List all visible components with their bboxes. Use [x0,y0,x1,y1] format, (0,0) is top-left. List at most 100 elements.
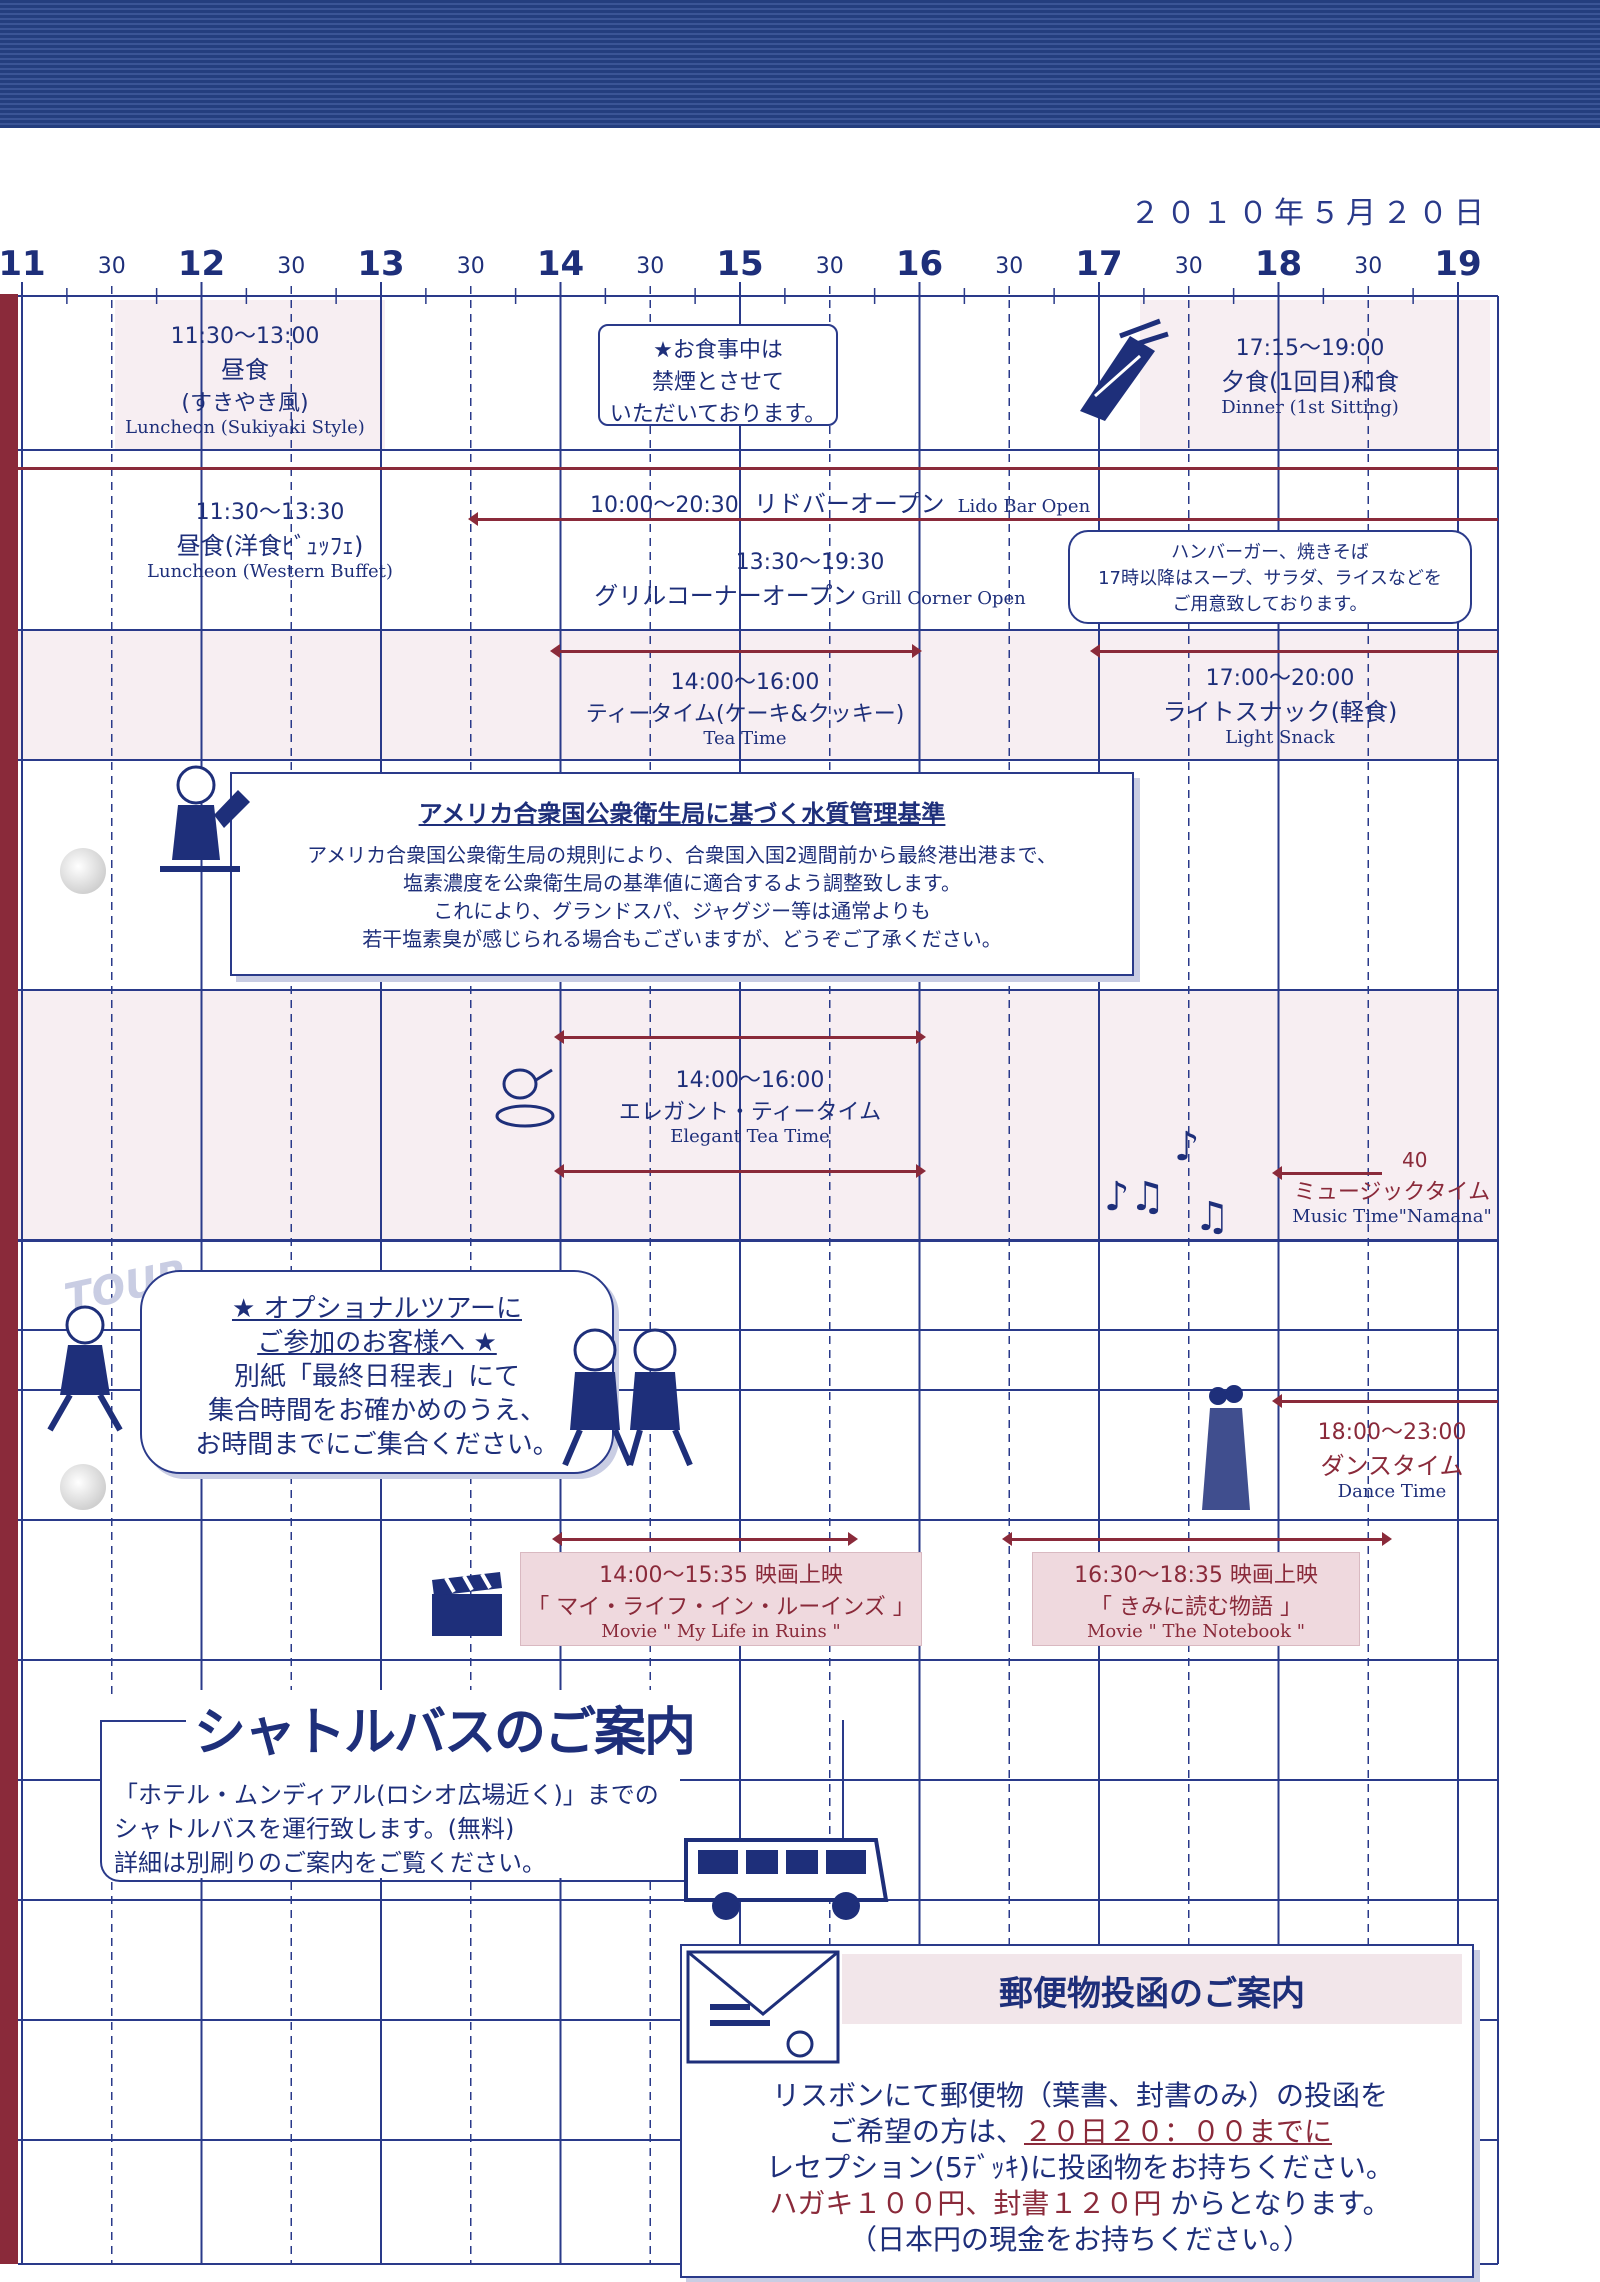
shuttle-line3: 詳細は別刷りのご案内をご覧ください。 [114,1849,546,1877]
grill-note-line3: ご用意致しております。 [1172,594,1368,615]
lido-arrow [468,512,1498,526]
hour-label-14: 14 [536,244,585,284]
movie1-arrow [552,1532,858,1546]
half-hour-label: 30 [277,254,306,279]
music-notes-icon: ♪♫ ♪ ♫ [1104,1124,1230,1240]
shuttle-text: 「ホテル・ムンディアル(ロシオ広場近く)」までの シャトルバスを運行致します。(… [114,1778,659,1880]
elegant-arrow-top [554,1030,926,1044]
music-arrow [1272,1166,1382,1180]
grill-note-bubble: ハンバーガー、焼きそば 17時以降はスープ、サラダ、ライスなどを ご用意致してお… [1068,530,1472,624]
water-line3: これにより、グランドスパ、ジャグジー等は通常よりも [433,899,931,923]
elegant-arrow-bottom [554,1164,926,1178]
hour-label-16: 16 [895,244,944,284]
section-divider [18,1240,1498,1242]
grill-block: 13:30〜19:30 グリルコーナーオープン Grill Corner Ope… [590,544,1030,611]
dancers-icon [1202,1385,1250,1510]
lunch1-jp: 昼食 [221,356,269,384]
tour-line5: お時間までにご集合ください。 [195,1430,559,1460]
elegant-time: 14:00〜16:00 [675,1068,825,1093]
shuttle-line1: 「ホテル・ムンディアル(ロシオ広場近く)」までの [114,1781,659,1809]
hour-label-18: 18 [1254,244,1303,284]
tour-line4: 集合時間をお確かめのうえ、 [207,1396,546,1426]
shuttle-line2: シャトルバスを運行致します。(無料) [114,1815,515,1843]
svg-text:♫: ♫ [1194,1194,1230,1240]
shade-lunch1 [115,300,385,450]
mail-line3: レセプション(5ﾃﾞｯｷ)に投函物をお持ちください。 [766,2151,1394,2184]
lido-jp: リドバーオープン [753,490,945,518]
dance-block: 18:00〜23:00 ダンスタイム Dance Time [1282,1414,1502,1502]
tea-arrow [550,644,922,658]
grill-jp: グリルコーナーオープン [594,582,857,610]
clapperboard-icon [432,1572,502,1636]
grill-note-line2: 17時以降はスープ、サラダ、ライスなどを [1098,568,1442,589]
tea-time: 14:00〜16:00 [670,670,820,695]
shuttle-notice [100,1720,844,1882]
hour-label-11: 11 [0,244,46,284]
hour-label-12: 12 [177,244,226,284]
tour-line2: ご参加のお客様へ ★ [257,1328,497,1358]
tour-line3: 別紙「最終日程表」にて [233,1362,520,1392]
water-quality-notice: アメリカ合衆国公衆衛生局に基づく水質管理基準 アメリカ合衆国公衆衛生局の規則によ… [230,772,1134,976]
lunch2-jp: 昼食(洋食ﾋﾞｭｯﾌｪ) [176,532,364,560]
tour-line1: ★ オプショナルツアーに [231,1294,522,1324]
half-hour-label: 30 [995,254,1024,279]
no-smoking-notice: ★お食事中は 禁煙とさせて いただいております。 [598,324,838,427]
snack-en: Light Snack [1225,727,1335,748]
half-hour-label: 30 [815,254,844,279]
mail-deadline: ２０日２０：００までに [1024,2115,1333,2148]
movie1-time: 14:00〜15:35 映画上映 [599,1563,843,1588]
lunch2-en: Luncheon (Western Buffet) [147,561,393,582]
lido-time: 10:00〜20:30 [590,493,739,518]
mail-price: ハガキ１００円、封書１２０円 [769,2187,1162,2220]
music-jp: ミュージックタイム [1293,1180,1491,1205]
movie2-arrow [1002,1532,1392,1546]
water-line2: 塩素濃度を公衆衛生局の基準値に適合するよう調整致します。 [403,871,961,895]
snack-time: 17:00〜20:00 [1205,666,1355,691]
mail-text: リスボンにて郵便物（葉書、封書のみ）の投函を ご希望の方は、２０日２０：００まで… [690,2078,1470,2258]
lunch1-time: 11:30〜13:00 [170,324,320,349]
dance-en: Dance Time [1337,1481,1447,1502]
music-start: 40 [1402,1148,1428,1172]
tea-jp: ティータイム(ケーキ&クッキー) [585,702,905,727]
left-strip [0,294,18,2264]
dance-jp: ダンスタイム [1320,1452,1464,1480]
svg-text:♪♫: ♪♫ [1104,1174,1165,1220]
lunch2-block: 11:30〜13:30 昼食(洋食ﾋﾞｭｯﾌｪ) Luncheon (Weste… [140,494,400,582]
tea-en: Tea Time [703,728,787,749]
hour-label-19: 19 [1434,244,1482,284]
half-hour-label: 30 [456,254,485,279]
movie2-en: Movie " The Notebook " [1086,1621,1306,1642]
date-label: ２０１０年５月２０日 [1130,196,1490,231]
movie2-time: 16:30〜18:35 映画上映 [1074,1563,1318,1588]
elegant-en: Elegant Tea Time [670,1126,830,1147]
dinner-en: Dinner (1st Sitting) [1221,397,1399,418]
mail-line2a: ご希望の方は、 [827,2115,1024,2148]
envelope-icon [686,1950,840,2064]
lido-en: Lido Bar Open [957,496,1091,517]
no-smoking-line3: いただいております。 [609,402,827,427]
mail-title-bg [842,1954,1462,2024]
shade-dinner [1140,300,1490,450]
no-smoking-line2: 禁煙とさせて [651,370,784,395]
elegant-block: 14:00〜16:00 エレガント・ティータイム Elegant Tea Tim… [600,1062,900,1147]
music-en: Music Time"Namana" [1292,1206,1492,1227]
mail-title: 郵便物投函のご案内 [999,1974,1305,2014]
half-hour-label: 30 [636,254,665,279]
movie1-title: 「 マイ・ライフ・イン・ルーインズ 」 [527,1595,915,1620]
hour-label-15: 15 [716,244,764,284]
snack-arrow [1090,644,1498,658]
header-band [0,0,1600,128]
snack-block: 17:00〜20:00 ライトスナック(軽食) Light Snack [1120,660,1440,748]
dance-time: 18:00〜23:00 [1317,1420,1467,1445]
grill-time: 13:30〜19:30 [735,550,885,575]
tea-block: 14:00〜16:00 ティータイム(ケーキ&クッキー) Tea Time [560,664,930,749]
grill-en: Grill Corner Open [861,588,1026,609]
water-title: アメリカ合衆国公衆衛生局に基づく水質管理基準 [418,800,946,828]
dance-arrow [1272,1394,1498,1408]
lido-block: 10:00〜20:30 リドバーオープン Lido Bar Open [590,484,1090,519]
movie2-title: 「 きみに読む物語 」 [1090,1595,1302,1620]
bus-icon [684,1838,889,1920]
no-smoking-line1: ★お食事中は [653,338,783,363]
lunch2-time: 11:30〜13:30 [195,500,345,525]
grill-note-line1: ハンバーガー、焼きそば [1171,542,1369,563]
